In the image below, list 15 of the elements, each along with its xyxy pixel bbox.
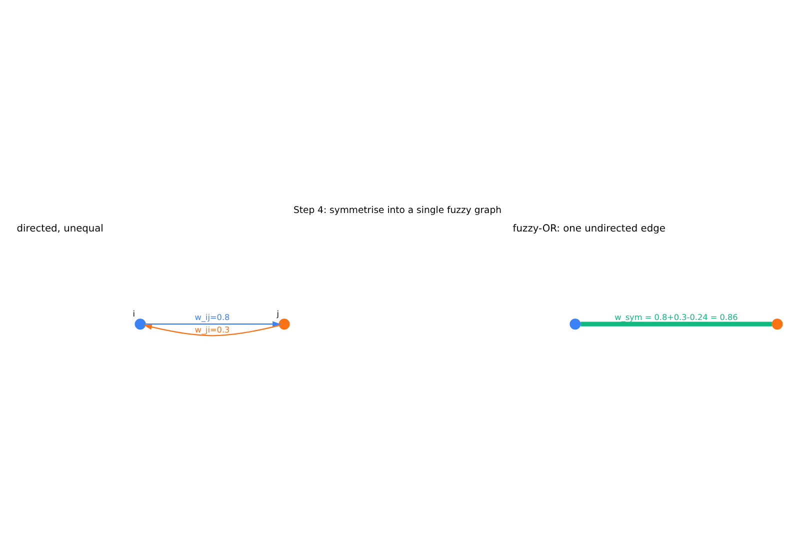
edge-label: w_ij=0.8 [194,312,230,322]
arrow [144,324,280,336]
label: directed, unequal [16,223,104,234]
node-circle [134,318,146,330]
node-label: j [276,308,280,319]
node-circle [570,318,581,330]
arrow [146,321,281,327]
node-circle [772,318,783,330]
edge-label: w_ji=0.3 [194,324,230,334]
diagram-title: Step 4: symmetrise into a single fuzzy graph [293,205,502,216]
connector [580,322,772,326]
label: fuzzy-OR: one undirected edge [512,223,666,234]
node-label: i [132,308,136,319]
node-circle [278,318,290,330]
edge-label: w_sym = 0.8+0.3-0.24 = 0.86 [614,312,738,322]
